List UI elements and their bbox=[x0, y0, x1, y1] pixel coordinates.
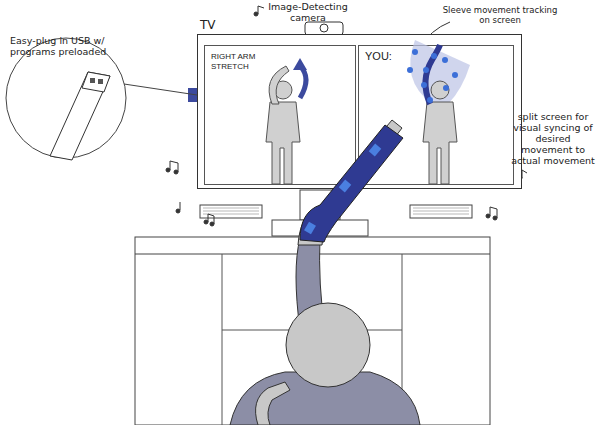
cabinet-line bbox=[222, 330, 402, 331]
cabinet-line bbox=[312, 254, 313, 425]
user-sleeve bbox=[425, 45, 440, 104]
tv-stand bbox=[272, 220, 368, 236]
leader-line bbox=[124, 84, 197, 95]
panel-heading: RIGHT ARM STRETCH bbox=[211, 52, 281, 71]
movement-arrowhead bbox=[293, 58, 307, 70]
tracking-dots bbox=[407, 49, 458, 103]
movement-arrow bbox=[300, 66, 306, 98]
speaker-grille bbox=[203, 208, 469, 214]
annotation-note: Easy-plug in USB w/ programs preloaded bbox=[10, 36, 120, 58]
music-notes bbox=[166, 6, 527, 226]
sleeve-sensor bbox=[304, 144, 381, 235]
screen-panel: RIGHT ARM STRETCH bbox=[204, 45, 356, 185]
cabinet-line bbox=[222, 254, 223, 425]
speaker bbox=[200, 205, 262, 218]
screen-panel: YOU: bbox=[358, 45, 514, 185]
person-head bbox=[286, 303, 370, 387]
cabinet-line bbox=[402, 254, 403, 425]
sensor-sleeve bbox=[300, 125, 403, 242]
speaker bbox=[410, 205, 472, 218]
instructor-figure bbox=[266, 66, 300, 184]
device-label: TV bbox=[200, 18, 216, 32]
usb-pin bbox=[98, 79, 103, 84]
cabinet bbox=[135, 237, 490, 425]
tv-screen: TVRIGHT ARM STRETCHYOU: bbox=[197, 34, 522, 189]
person-forearm bbox=[298, 120, 402, 245]
usb-pin bbox=[90, 78, 95, 83]
user-figure bbox=[423, 81, 457, 184]
usb-stick bbox=[50, 72, 110, 160]
person-shirt bbox=[230, 372, 420, 425]
annotation-note: split screen for visual syncing of desir… bbox=[510, 112, 596, 167]
annotation-note: Sleeve movement tracking on screen bbox=[440, 6, 560, 26]
person-hand-on-hip bbox=[256, 382, 290, 425]
camera-lens bbox=[320, 24, 328, 32]
person-upper-arm bbox=[296, 236, 325, 330]
tv-stand bbox=[300, 190, 340, 220]
tracking-area bbox=[410, 40, 470, 104]
panel-heading: YOU: bbox=[365, 50, 392, 62]
annotation-note: Image-Detecting camera bbox=[262, 2, 354, 24]
usb-plug bbox=[82, 72, 110, 92]
